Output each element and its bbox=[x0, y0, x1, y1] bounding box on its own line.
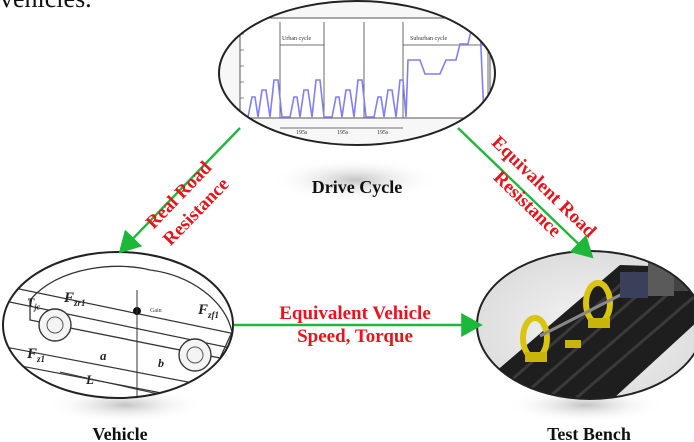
dimension-a-label: a bbox=[100, 348, 107, 363]
drive-cycle-label: Drive Cycle bbox=[311, 177, 403, 197]
test-bench-label: Test Bench bbox=[547, 424, 631, 442]
arrow-drive-to-vehicle bbox=[118, 127, 241, 254]
dimension-b-label: b bbox=[158, 356, 164, 370]
vehicle-label: Vehicle bbox=[92, 424, 148, 442]
vehicle-ellipse-border bbox=[2, 251, 234, 399]
force-fz1-label: Fz1 bbox=[27, 346, 46, 364]
vehicle-image bbox=[3, 252, 233, 398]
equivalent-speed-torque-label: Equivalent Vehicle Speed, Torque bbox=[279, 303, 431, 347]
force-fzf1-label: Fzf1 bbox=[198, 302, 220, 320]
arrow-drive-to-bench bbox=[457, 127, 594, 259]
top-caption: vehicles. bbox=[0, 0, 92, 14]
drive-cycle-ellipse-border bbox=[218, 0, 496, 146]
test-bench-image bbox=[477, 251, 694, 399]
segment-1-label: 195s bbox=[296, 130, 308, 136]
drive-cycle-shadow bbox=[270, 158, 440, 202]
suburban-cycle-label: Suburban cycle bbox=[410, 36, 448, 42]
dimension-L-label: L bbox=[86, 372, 94, 387]
torque-tjc-label: Tjc bbox=[27, 295, 41, 312]
urban-cycle-label: Urban cycle bbox=[282, 36, 312, 42]
force-fzr1-label: Fzr1 bbox=[64, 290, 86, 308]
speed-curve bbox=[244, 25, 485, 118]
segment-3-label: 195s bbox=[377, 130, 389, 136]
segment-2-label: 195s bbox=[337, 130, 349, 136]
gain-label: Gain bbox=[150, 308, 162, 314]
drive-cycle-image bbox=[219, 1, 495, 145]
